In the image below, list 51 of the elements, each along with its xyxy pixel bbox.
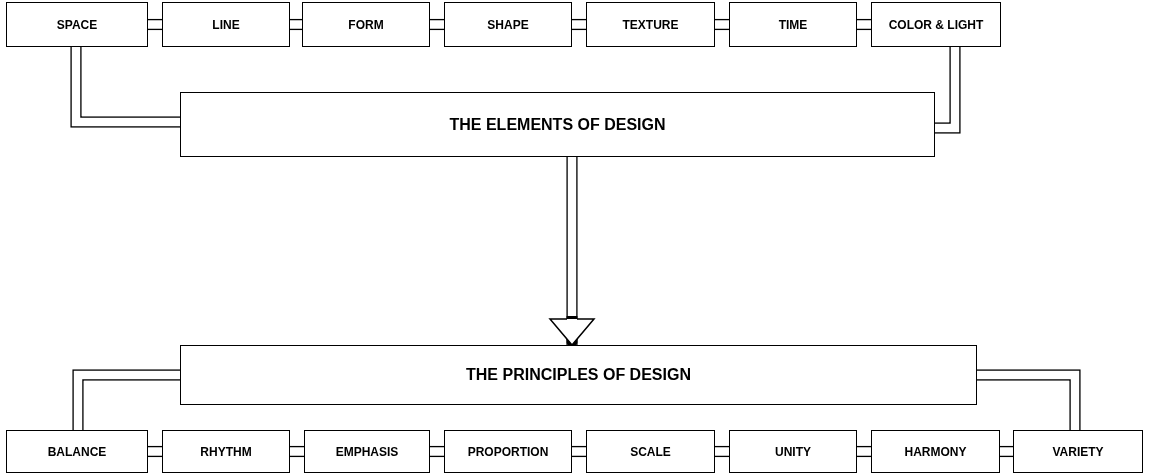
double-line-connector xyxy=(290,18,302,31)
double-line-connector xyxy=(977,369,1081,430)
double-line-connector xyxy=(148,445,162,458)
term-box xyxy=(444,2,572,47)
double-line-connector xyxy=(1000,445,1013,458)
term-box xyxy=(304,430,430,473)
box-label: FORM xyxy=(348,17,384,32)
box-label: LINE xyxy=(212,17,240,32)
term-box xyxy=(302,2,430,47)
double-line-connector xyxy=(857,445,871,458)
box-label: EMPHASIS xyxy=(335,444,399,459)
box-label: THE PRINCIPLES OF DESIGN xyxy=(466,366,691,384)
double-line-connector xyxy=(572,18,586,31)
term-box xyxy=(6,430,148,473)
double-line-connector xyxy=(70,47,180,128)
term-box xyxy=(729,2,857,47)
box-label: THE ELEMENTS OF DESIGN xyxy=(449,115,666,134)
double-line-connector xyxy=(935,47,961,134)
box-label: SPACE xyxy=(56,17,98,32)
box-label: BALANCE xyxy=(47,444,107,459)
term-box xyxy=(871,430,1000,473)
box-label: SHAPE xyxy=(487,17,529,32)
box-label: UNITY xyxy=(775,444,811,459)
box-label: RHYTHM xyxy=(200,444,252,459)
heading-box xyxy=(180,345,977,405)
box-label: VARIETY xyxy=(1052,444,1104,459)
term-box xyxy=(162,2,290,47)
double-line-connector xyxy=(148,18,162,31)
term-box xyxy=(586,2,715,47)
box-label: TEXTURE xyxy=(622,17,679,32)
box-label: PROPORTION xyxy=(467,444,549,459)
double-line-connector xyxy=(857,18,871,31)
term-box xyxy=(586,430,715,473)
term-box xyxy=(729,430,857,473)
term-box xyxy=(871,2,1001,47)
double-line-connector xyxy=(715,445,729,458)
term-box xyxy=(6,2,148,47)
term-box xyxy=(162,430,290,473)
box-label: HARMONY xyxy=(904,444,967,459)
double-line-connector xyxy=(290,445,304,458)
double-line-connector xyxy=(572,445,586,458)
double-line-connector xyxy=(430,445,444,458)
term-box xyxy=(444,430,572,473)
box-label: SCALE xyxy=(630,444,671,459)
double-line-connector xyxy=(430,18,444,31)
box-label: TIME xyxy=(778,17,808,32)
double-line-connector xyxy=(72,369,180,430)
heading-box xyxy=(180,92,935,157)
box-label: COLOR & LIGHT xyxy=(888,17,984,32)
double-line-connector xyxy=(715,18,729,31)
term-box xyxy=(1013,430,1143,473)
